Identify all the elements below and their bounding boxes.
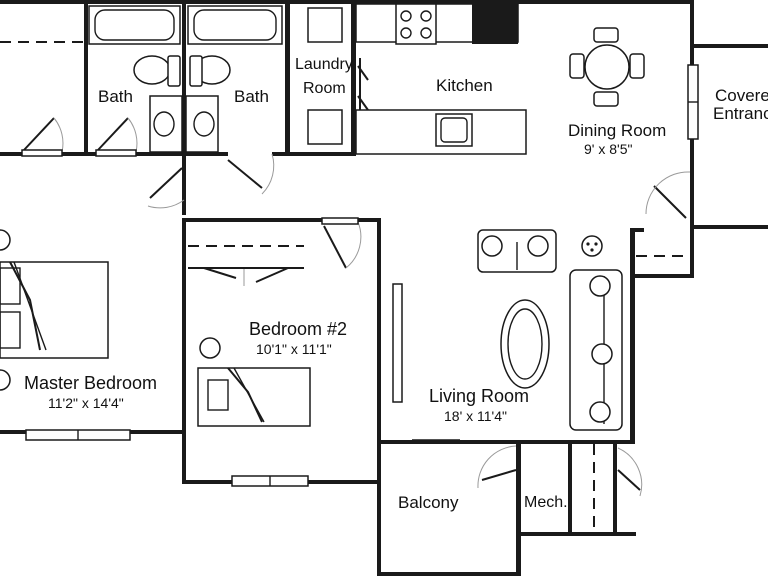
room-label-mech: Mech. [524, 494, 568, 511]
room-label-bath-right: Bath [234, 87, 269, 106]
living-furniture [477, 229, 623, 431]
room-dims-master: 11'2" x 14'4" [48, 395, 124, 411]
room-label-covered-line2: Entrance [713, 104, 768, 123]
master-furniture [0, 229, 109, 391]
room-dims-bedroom2: 10'1" x 11'1" [256, 341, 332, 357]
room-dims-living: 18' x 11'4" [444, 408, 507, 424]
bath-fixtures [88, 5, 283, 153]
dining-set [569, 27, 645, 107]
laundry-machines [307, 7, 343, 145]
room-label-covered-line1: Covered [715, 86, 768, 105]
room-label-laundry-line2: Room [303, 80, 346, 97]
kitchen-fixtures [355, 3, 527, 155]
room-label-kitchen: Kitchen [436, 76, 493, 95]
room-label-bedroom2: Bedroom #2 [249, 319, 348, 339]
room-dims-dining: 9' x 8'5" [584, 141, 633, 157]
windows [25, 64, 699, 487]
room-label-balcony: Balcony [398, 493, 459, 512]
room-label-master: Master Bedroom [24, 373, 158, 393]
room-label-dining: Dining Room [568, 121, 667, 140]
room-label-living: Living Room [429, 386, 530, 406]
bedroom2-furniture [197, 337, 311, 427]
room-label-bath-left: Bath [98, 87, 133, 106]
room-label-laundry-line1: Laundry [295, 56, 353, 73]
